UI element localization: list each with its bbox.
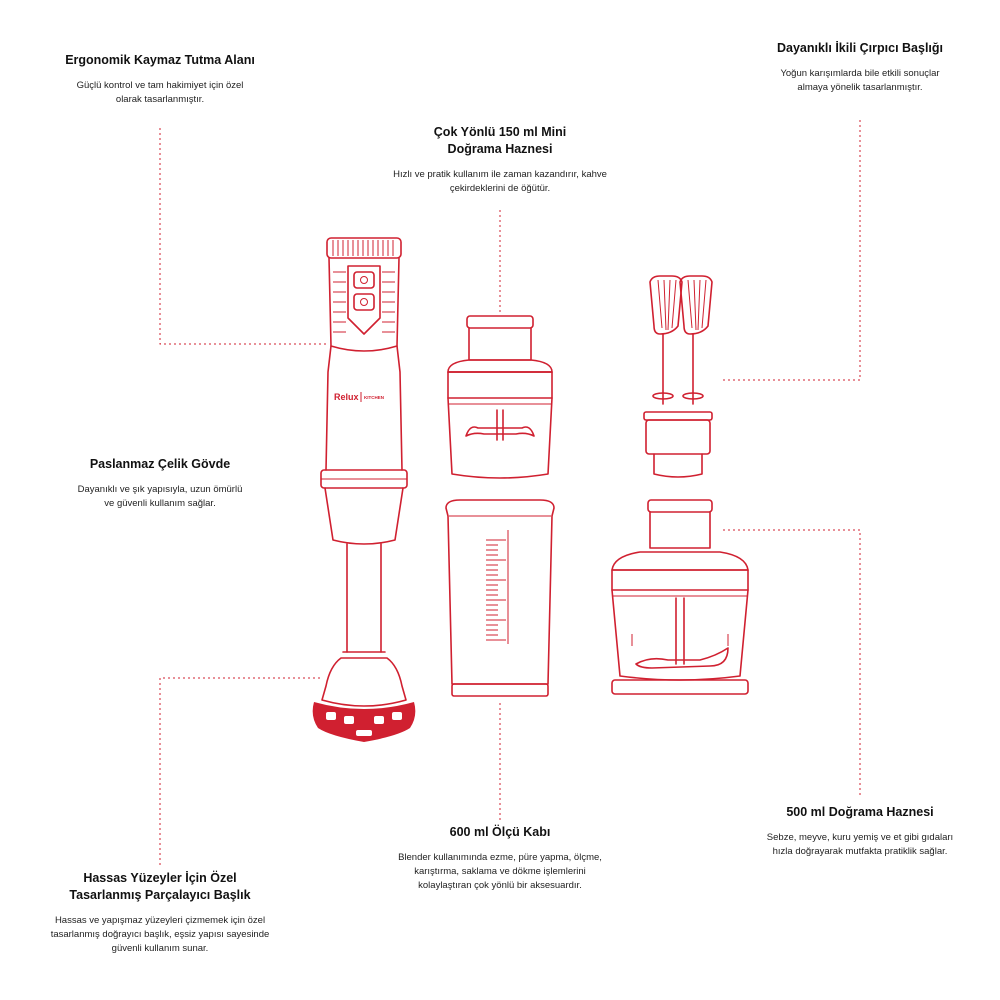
feature-whisk-description: Yoğun karışımlarda bile etkili sonuçlar … bbox=[780, 67, 940, 94]
chopper-drawing bbox=[611, 499, 749, 695]
feature-blade-head-description: Hassas ve yapışmaz yüzeyleri çizmemek iç… bbox=[50, 914, 270, 955]
mini-chopper-drawing bbox=[447, 315, 553, 479]
feature-body-description: Dayanıklı ve şık yapısıyla, uzun ömürlü … bbox=[77, 483, 243, 510]
svg-text:Relux: Relux bbox=[334, 392, 359, 402]
leader-lines bbox=[159, 120, 861, 865]
leader-grip bbox=[159, 128, 326, 345]
feature-body: Paslanmaz Çelik Gövde Dayanıklı ve şık y… bbox=[40, 456, 280, 511]
leader-chopper bbox=[722, 529, 861, 795]
feature-blade-head: Hassas Yüzeyler İçin Özel Tasarlanmış Pa… bbox=[40, 870, 280, 957]
feature-mini-chopper: Çok Yönlü 150 ml Mini Doğrama Haznesi Hı… bbox=[385, 124, 615, 196]
feature-measuring-cup-title: 600 ml Ölçü Kabı bbox=[449, 825, 551, 839]
measuring-cup-drawing bbox=[445, 499, 555, 697]
feature-mini-chopper-description: Hızlı ve pratik kullanım ile zaman kazan… bbox=[393, 168, 607, 194]
feature-whisk: Dayanıklı İkili Çırpıcı Başlığı Yoğun ka… bbox=[740, 40, 980, 95]
whisk-drawing bbox=[643, 275, 713, 478]
leader-whisk bbox=[720, 120, 861, 381]
feature-blade-head-title: Hassas Yüzeyler İçin Özel Tasarlanmış Pa… bbox=[69, 871, 251, 902]
leader-blade-head bbox=[159, 677, 322, 865]
feature-grip-title: Ergonomik Kaymaz Tutma Alanı bbox=[65, 53, 255, 67]
feature-chopper-description: Sebze, meyve, kuru yemiş ve et gibi gıda… bbox=[766, 831, 954, 858]
feature-measuring-cup: 600 ml Ölçü Kabı Blender kullanımında ez… bbox=[385, 824, 615, 894]
feature-measuring-cup-description: Blender kullanımında ezme, püre yapma, ö… bbox=[398, 851, 602, 892]
feature-grip: Ergonomik Kaymaz Tutma Alanı Güçlü kontr… bbox=[40, 52, 280, 107]
feature-mini-chopper-title: Çok Yönlü 150 ml Mini Doğrama Haznesi bbox=[433, 125, 567, 156]
feature-chopper: 500 ml Doğrama Haznesi Sebze, meyve, kur… bbox=[740, 804, 980, 859]
feature-whisk-title: Dayanıklı İkili Çırpıcı Başlığı bbox=[776, 41, 944, 55]
feature-grip-description: Güçlü kontrol ve tam hakimiyet için özel… bbox=[76, 79, 244, 106]
hand-blender-drawing: Relux KITCHEN bbox=[312, 237, 416, 742]
svg-text:KITCHEN: KITCHEN bbox=[364, 395, 384, 400]
feature-body-title: Paslanmaz Çelik Gövde bbox=[89, 457, 231, 471]
feature-chopper-title: 500 ml Doğrama Haznesi bbox=[786, 805, 934, 819]
